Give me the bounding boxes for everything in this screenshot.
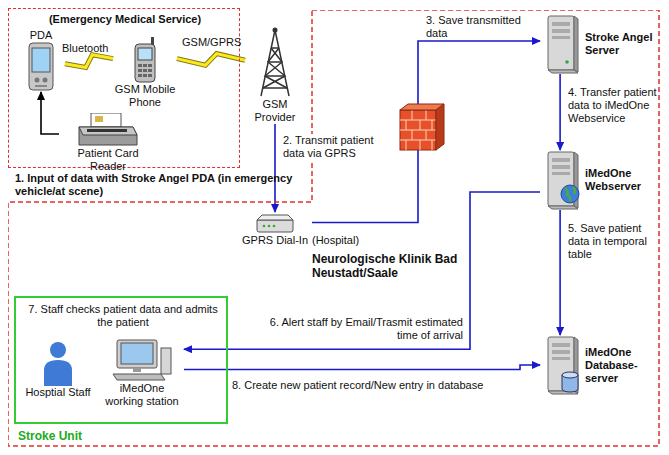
edge-label: 6. Alert staff by Email/Trasmit estimate…	[258, 316, 463, 342]
device-node: iMedOne Webserver	[540, 150, 662, 210]
ws-icon	[111, 338, 173, 382]
node-label: iMedOne Database-server	[585, 346, 661, 385]
region-box: Stroke Unit7. Staff checks patient data …	[14, 296, 228, 424]
device-node: iMedOne Database-server	[540, 335, 662, 395]
region-box: (Emergency Medical Service)1. Input of d…	[8, 8, 240, 168]
device-node: GPRS Dial-In	[238, 212, 312, 247]
edge-label: 5. Save patient data in temporal table	[568, 222, 660, 261]
edge-label: 8. Create new patient record/New entry i…	[232, 379, 532, 392]
server-icon	[540, 14, 582, 74]
node-label: Hosptial Staff	[25, 386, 90, 399]
connector-arrow	[560, 210, 561, 335]
connector-arrow	[184, 192, 540, 349]
wireless-link	[65, 55, 113, 68]
device-node: Hosptial Staff	[24, 340, 92, 399]
edge-label: Bluetooth	[62, 42, 122, 55]
edge-label: 2. Transmit patient data via GPRS	[283, 134, 395, 160]
device-node: GSM Provider	[245, 26, 305, 124]
wireless-link	[177, 54, 245, 66]
node-label: Patient Card Reader	[59, 147, 157, 173]
node-label: GSM Mobile Phone	[113, 83, 177, 109]
connector-arrow	[41, 92, 59, 134]
modem-icon	[254, 212, 296, 234]
edge-label: GSM/GPRS	[182, 36, 242, 49]
connector-arrow	[275, 124, 276, 212]
node-label: iMedOne Webserver	[585, 167, 661, 193]
db-icon	[540, 335, 582, 395]
hospital-name: Neurologische Klinik Bad Neustadt/Saale	[312, 252, 462, 280]
tower-icon	[255, 26, 295, 98]
pda-icon	[26, 42, 56, 92]
device-node: Stroke Angel Server	[540, 14, 662, 74]
edge-label: 3. Save transmitted data	[426, 14, 536, 40]
region-title: (Emergency Medical Service)	[9, 13, 241, 26]
step-caption: 7. Staff checks patient data and admits …	[24, 303, 222, 329]
web-icon	[540, 150, 582, 210]
person-icon	[40, 340, 76, 386]
firewall-icon	[400, 104, 444, 150]
step-caption: 1. Input of data with Stroke Angel PDA (…	[15, 172, 305, 198]
connector-arrow	[560, 74, 561, 150]
device-node: iMedOne working station	[100, 338, 184, 408]
node-label: GSM Provider	[245, 98, 305, 124]
node-label: Stroke Angel Server	[585, 31, 661, 57]
device-node: PDA	[17, 29, 65, 92]
node-label: GPRS Dial-In	[242, 234, 308, 247]
device-node: Patient Card Reader	[59, 113, 157, 173]
edge-label: 4. Transfer patient data to iMedOne Webs…	[568, 86, 660, 125]
device-node: GSM Mobile Phone	[113, 37, 177, 109]
connector-arrow	[312, 41, 540, 223]
connector-arrow	[184, 365, 540, 370]
phone-icon	[131, 37, 159, 83]
unit-title: Stroke Unit	[18, 429, 218, 443]
reader-icon	[77, 113, 139, 147]
node-label: iMedOne working station	[100, 382, 184, 408]
region-title: (Hospital)	[312, 234, 432, 247]
node-label: PDA	[30, 29, 53, 42]
